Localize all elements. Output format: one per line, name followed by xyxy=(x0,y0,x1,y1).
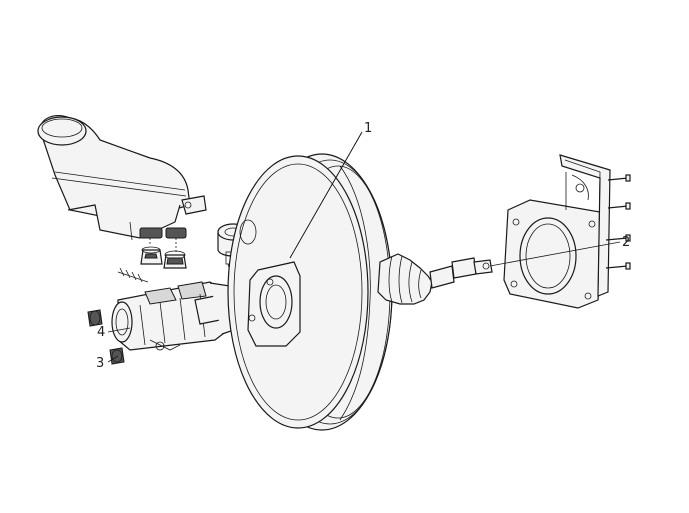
mounting-bracket xyxy=(559,154,611,297)
nut-3 xyxy=(109,347,125,365)
cap-nut xyxy=(87,309,103,327)
callout-2: 2 xyxy=(622,235,630,250)
push-rod-boot xyxy=(377,253,433,305)
leader-line-2 xyxy=(489,241,621,267)
brake-booster xyxy=(227,153,393,431)
master-cylinder xyxy=(111,281,235,351)
fluid-reservoir xyxy=(37,115,207,241)
leader-line-3 xyxy=(107,355,119,363)
reservoir-grommet-left xyxy=(139,227,163,265)
leader-line-4 xyxy=(107,327,131,333)
callout-4: 4 xyxy=(97,325,105,340)
reservoir-grommet-right xyxy=(163,227,187,269)
push-rod xyxy=(429,257,493,289)
callout-3: 3 xyxy=(96,356,104,371)
callout-1: 1 xyxy=(364,121,372,136)
master-cylinder-pin xyxy=(117,267,149,283)
mounting-studs xyxy=(605,174,631,270)
